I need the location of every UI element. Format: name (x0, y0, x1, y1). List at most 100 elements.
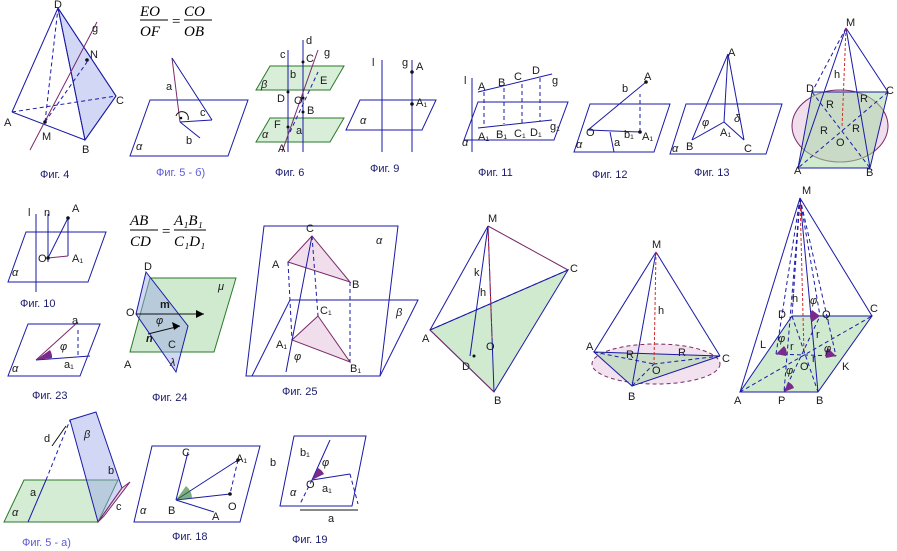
fig4-label-M: M (42, 131, 51, 143)
fig-tet-label-C: C (570, 263, 578, 275)
fig-cone-label-M: M (652, 239, 661, 251)
fig4-label-D: D (54, 0, 62, 11)
fig-pyr2-label-C: C (870, 303, 878, 315)
fig-pyr2-label-phi2: φ (778, 333, 785, 345)
fig11-label-A1: A₁ (478, 131, 489, 143)
fig11-caption: Фиг. 11 (478, 167, 513, 179)
figure-23: a φ a₁ α Фиг. 23 (7, 315, 101, 402)
fig24-label-m: m (160, 299, 170, 311)
fig5a-label-alpha: α (12, 507, 19, 519)
fig5b-label-a: a (166, 81, 173, 93)
fig19-label-a1: a₁ (322, 483, 332, 495)
fig11-label-B1: B₁ (496, 129, 507, 141)
fig18-caption: Фиг. 18 (172, 531, 208, 543)
fig-pyr1-label-O: O (836, 137, 845, 149)
fig-tet-base (429, 268, 570, 393)
fig25-label-phi: φ (294, 351, 301, 363)
fig25-triangle-A1B1C1 (291, 315, 352, 364)
fig12-label-alpha: α (576, 139, 583, 151)
fig9-label-l: l (372, 57, 374, 69)
fig19-label-b: b (270, 457, 276, 469)
fig12-label-A1: A₁ (642, 131, 653, 143)
fig4-label-A: A (4, 117, 12, 129)
fig6-label-E: E (320, 75, 327, 87)
fig-tet-label-B: B (494, 395, 501, 407)
fig6-label-O: O (294, 95, 303, 107)
fig18-label-O: O (228, 501, 237, 513)
fig-cone-base (592, 351, 721, 387)
formula2-den-right: C₁D₁ (174, 234, 205, 250)
fig12-label-a: a (614, 137, 621, 149)
fig25-label-A: A (272, 259, 280, 271)
figure-12: b A O a b₁ A₁ α Фиг. 12 (573, 71, 671, 181)
figure-pyramid-ellipse: M h A R R C O B (586, 239, 730, 403)
fig-pyr2-label-O: O (800, 361, 809, 373)
fig25-caption: Фиг. 25 (282, 386, 318, 398)
fig-pyr2-label-Q: Q (822, 309, 831, 321)
fig-tet-label-k: k (474, 267, 480, 279)
fig5b-caption: Фиг. 5 - б) (156, 167, 205, 179)
fig13-label-alpha: α (672, 143, 679, 155)
fig-cone-label-C: C (722, 353, 730, 365)
fig6-label-g: g (324, 47, 330, 59)
fig13-caption: Фиг. 13 (694, 167, 730, 179)
formula-ratio-2: AB CD = A₁B₁ C₁D₁ (129, 213, 206, 250)
figure-19: b b₁ φ α O a₁ a Фиг. 19 (270, 435, 367, 546)
fig13-plane (669, 103, 783, 155)
fig10-plane (7, 231, 107, 283)
fig24-plane-mu (129, 277, 237, 353)
fig11-label-g1: g₁ (550, 121, 560, 133)
fig13-label-delta: δ (734, 113, 741, 125)
fig10-label-l: l (28, 207, 30, 219)
fig23-plane (7, 323, 101, 377)
fig6-label-D: D (277, 93, 285, 105)
fig24-label-phi: φ (156, 315, 163, 327)
fig-pyr2-label-B: B (816, 395, 823, 407)
fig-cone-label-O: O (652, 365, 661, 377)
fig24-plane-lambda (135, 270, 189, 374)
fig6-label-A: A (278, 143, 286, 155)
fig13-label-phi: φ (702, 117, 709, 129)
fig-pyr2-label-K: K (842, 361, 850, 373)
fig12-label-O: O (586, 127, 595, 139)
fig6-plane-alpha (255, 117, 345, 143)
fig24-label-O: O (126, 307, 135, 319)
fig11-label-l: l (464, 75, 466, 87)
formula2-num-left: AB (129, 213, 148, 229)
fig5a-strip (97, 481, 131, 523)
fig5a-label-beta: β (83, 429, 91, 441)
fig6-label-beta: β (260, 79, 268, 91)
fig18-label-A1: A₁ (236, 453, 247, 465)
formula-ratio-1: EO OF = CO OB (139, 4, 212, 40)
formula1-den-right: OB (184, 24, 204, 40)
fig6-label-d: d (306, 35, 312, 47)
fig9-label-A: A (416, 61, 424, 73)
fig6-label-b: b (290, 69, 296, 81)
fig-pyr2-label-h: h (792, 293, 798, 305)
fig23-label-alpha: α (12, 363, 19, 375)
fig5b-label-c: c (200, 107, 206, 119)
fig-pyr1-label-B: B (866, 167, 873, 179)
fig-pyr2-label-D: D (778, 309, 786, 321)
figure-pyramid-circumscribed: M h D R R C R R O A B (791, 17, 894, 179)
fig24-label-A: A (124, 359, 132, 371)
fig6-label-B: B (307, 105, 314, 117)
fig5a-label-c: c (116, 501, 122, 513)
fig6-label-alpha: α (262, 129, 269, 141)
formula1-num-right: CO (184, 4, 205, 20)
fig24-caption: Фиг. 24 (152, 392, 188, 404)
fig-pyr2-label-r3: r (812, 353, 816, 365)
fig-pyr1-label-h: h (834, 69, 840, 81)
fig18-label-A: A (212, 511, 220, 523)
fig10-label-O: O (38, 253, 47, 265)
fig4-caption: Фиг. 4 (40, 169, 69, 181)
fig-pyr1-label-D: D (806, 83, 814, 95)
fig5a-label-b: b (108, 465, 114, 477)
fig-tet-label-O: O (486, 341, 495, 353)
fig25-label-B: B (352, 279, 359, 291)
fig6-label-C: C (306, 53, 314, 65)
fig6-plane-beta (255, 65, 345, 91)
fig19-label-a: a (328, 513, 335, 525)
fig-cone-label-R1: R (626, 349, 634, 361)
